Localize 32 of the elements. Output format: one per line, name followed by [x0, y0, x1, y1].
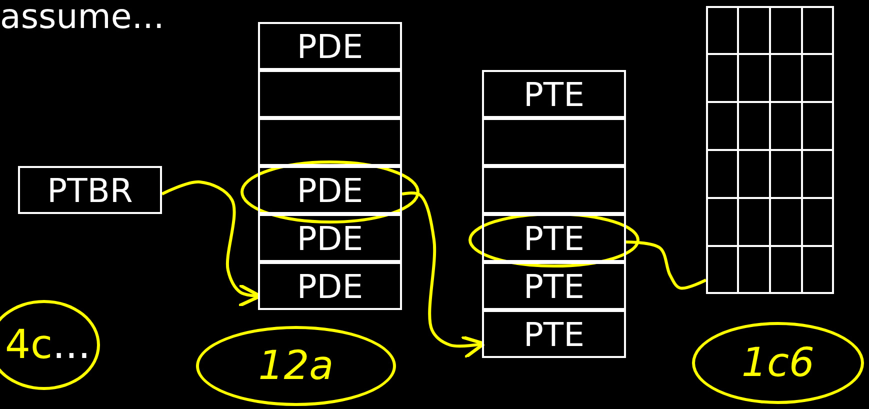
circled-note: [0, 300, 100, 390]
empty-table-row: [482, 166, 626, 214]
cell-label: PTE: [524, 222, 584, 254]
handdrawn-arrow: [402, 192, 486, 360]
table-row: [482, 70, 626, 118]
table-row: [482, 310, 626, 358]
table-row: [258, 166, 402, 214]
handwritten-note: 12a: [258, 346, 334, 386]
empty-table-row: [258, 70, 402, 118]
cell-label: PTE: [524, 270, 584, 302]
circled-note: [196, 326, 396, 406]
handwritten-note: ...: [52, 325, 91, 365]
cell-label: PTBR: [47, 174, 133, 206]
cell-label: PTE: [524, 78, 584, 110]
empty-table-row: [482, 118, 626, 166]
table-row: [18, 166, 162, 214]
table-row: [258, 214, 402, 262]
handwritten-note: 1c6: [742, 343, 814, 383]
table-row: [482, 214, 626, 262]
empty-table-row: [258, 118, 402, 166]
cell-label: PDE: [296, 174, 364, 206]
cell-label: PDE: [296, 270, 364, 302]
cell-label: PDE: [296, 30, 364, 62]
handwritten-note: 4c: [5, 325, 52, 365]
table-row: [258, 22, 402, 70]
cell-label: PTE: [524, 318, 584, 350]
heading-text: assume...: [0, 0, 164, 34]
memory-grid: [706, 6, 834, 294]
circled-note: [692, 322, 864, 404]
cell-label: PDE: [296, 222, 364, 254]
table-row: [258, 262, 402, 310]
table-row: [482, 262, 626, 310]
